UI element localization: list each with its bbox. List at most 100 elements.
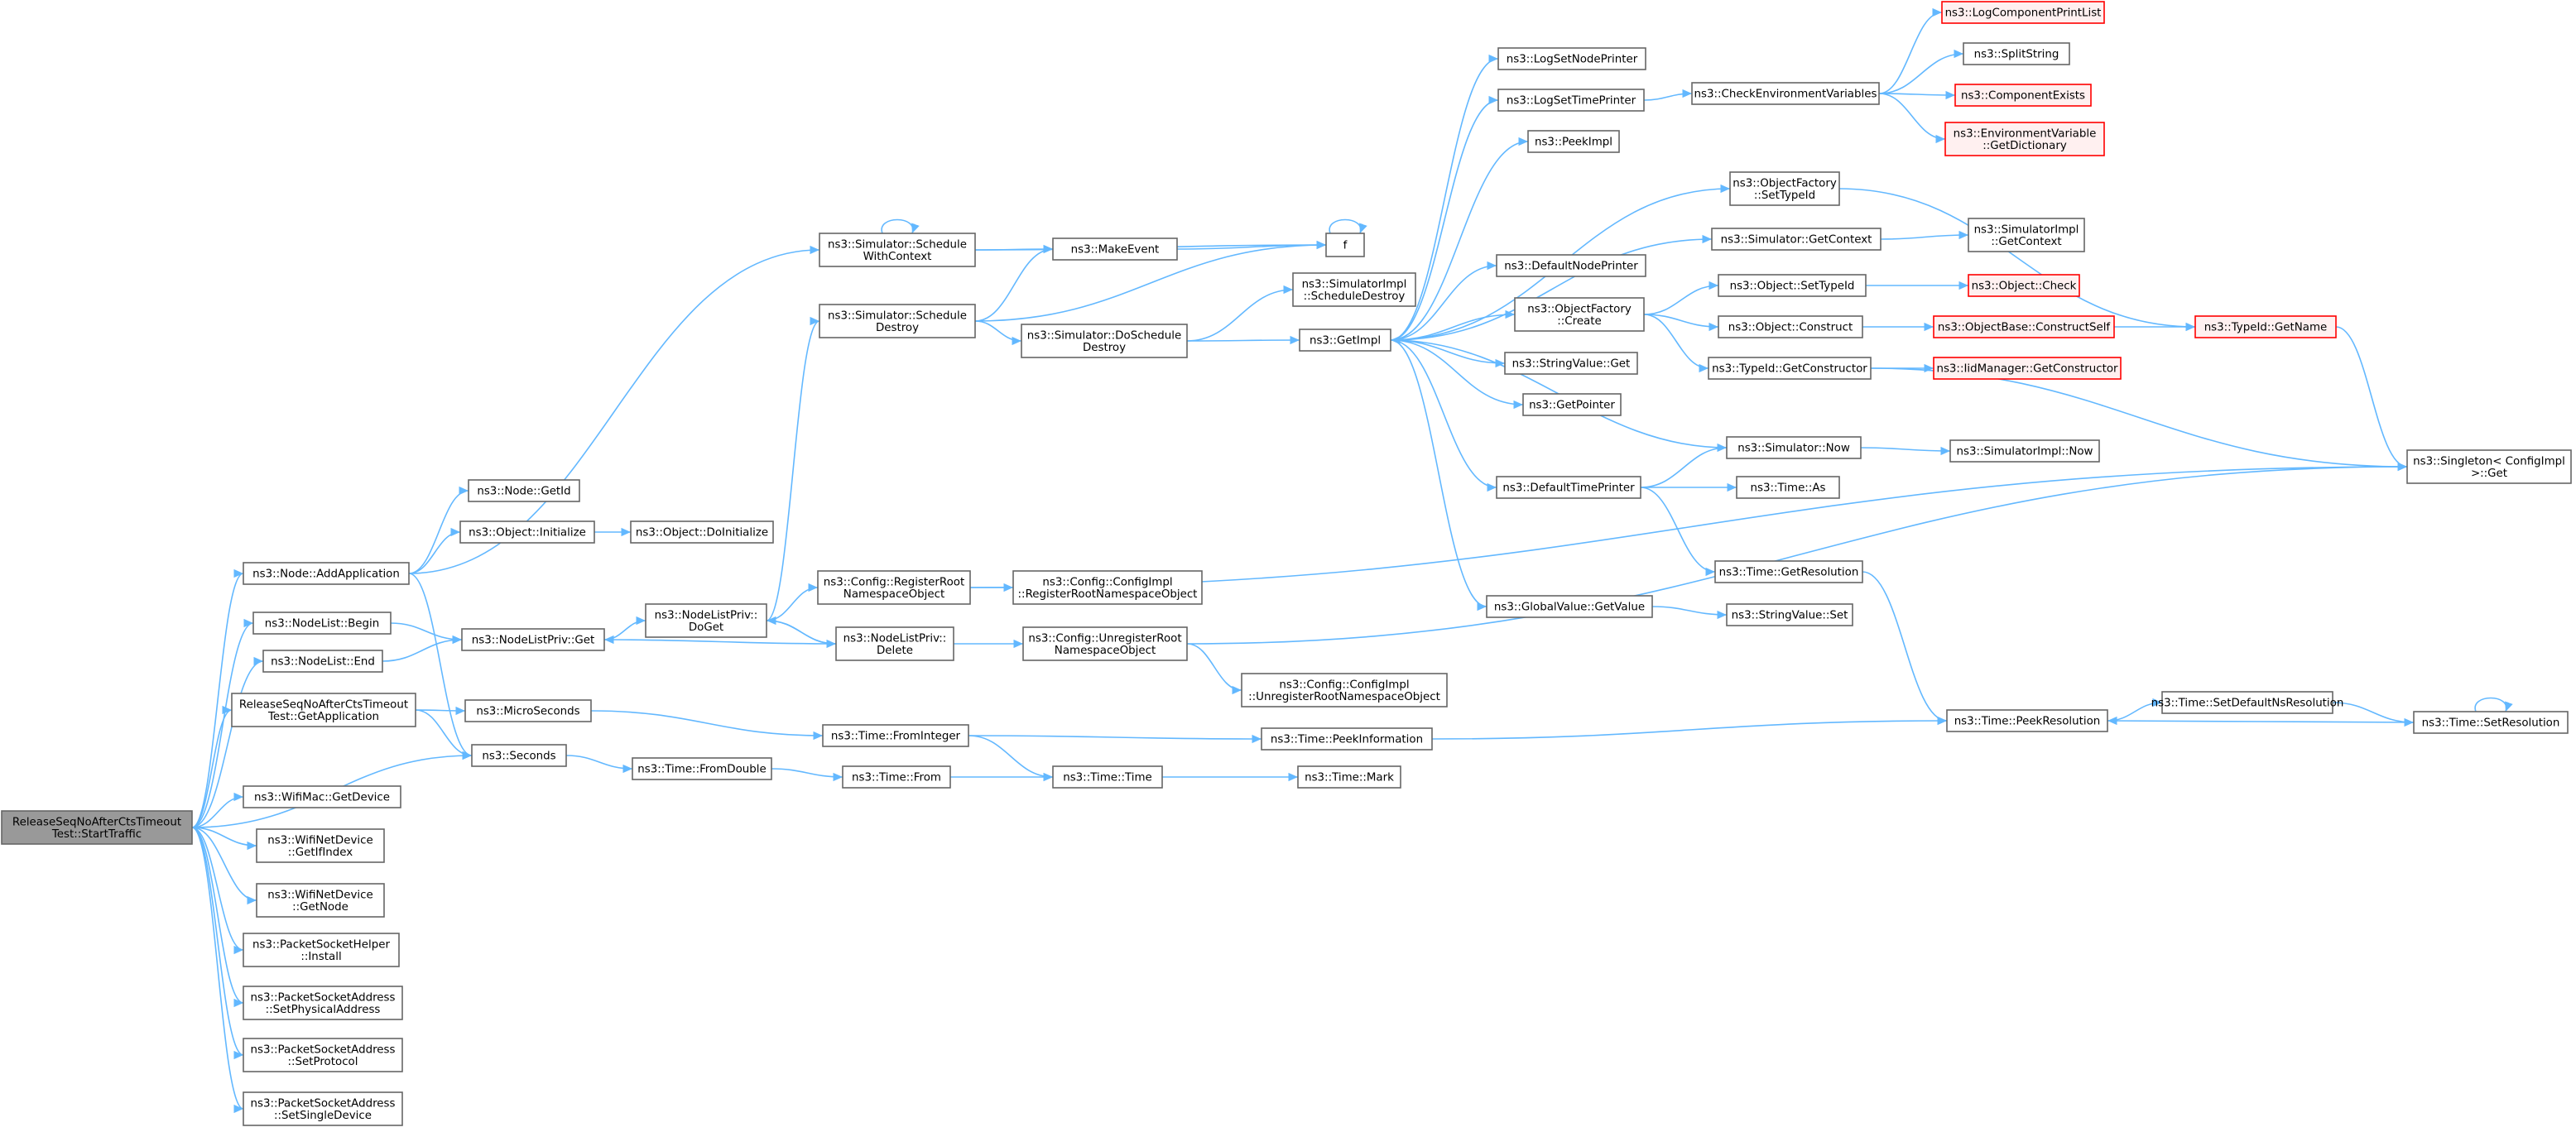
node-box [1714, 560, 1863, 583]
node-box [1012, 570, 1203, 605]
node-ofCreate[interactable]: ns3::ObjectFactory::Create [1514, 297, 1645, 332]
node-label: ns3::Config::UnregisterRoot [1028, 632, 1181, 645]
node-box [1726, 603, 1853, 626]
node-label: ns3::WifiNetDevice [267, 834, 372, 847]
node-singletonGet[interactable]: ns3::Singleton< ConfigImpl >::Get [2406, 449, 2572, 484]
node-getPointer[interactable]: ns3::GetPointer [1522, 393, 1622, 416]
node-cfgRegRoot[interactable]: ns3::Config::RegisterRootNamespaceObject [817, 570, 971, 605]
node-box [1527, 130, 1620, 153]
node-psaPhys[interactable]: ns3::PacketSocketAddress::SetPhysicalAdd… [243, 986, 403, 1020]
node-timeAs[interactable]: ns3::Time::As [1736, 476, 1840, 499]
node-objSetTypeId[interactable]: ns3::Object::SetTypeId [1718, 274, 1867, 297]
node-nlBegin[interactable]: ns3::NodeList::Begin [252, 612, 392, 635]
node-simNow[interactable]: ns3::Simulator::Now [1726, 436, 1862, 459]
node-simGetCtx[interactable]: ns3::Simulator::GetContext [1711, 228, 1882, 251]
node-timeSetDefNs[interactable]: ns3::Time::SetDefaultNsResolution [2151, 691, 2344, 714]
node-iidGetCtor[interactable]: ns3::IidManager::GetConstructor [1933, 357, 2122, 380]
node-svSet[interactable]: ns3::StringValue::Set [1726, 603, 1853, 626]
node-f[interactable]: f [1325, 233, 1365, 257]
node-gvGetValue[interactable]: ns3::GlobalValue::GetValue [1486, 595, 1653, 618]
node-label: ::GetContext [1991, 236, 2061, 248]
node-getApp[interactable]: ReleaseSeqNoAfterCtsTimeoutTest::GetAppl… [231, 693, 416, 727]
node-box [645, 603, 767, 638]
node-svGet[interactable]: ns3::StringValue::Get [1504, 352, 1638, 375]
node-label: NamespaceObject [843, 588, 944, 601]
node-pshInstall[interactable]: ns3::PacketSocketHelper::Install [243, 933, 400, 967]
node-timeSetRes[interactable]: ns3::Time::SetResolution [2413, 711, 2569, 734]
node-timeFromDouble[interactable]: ns3::Time::FromDouble [632, 757, 772, 780]
node-seconds[interactable]: ns3::Seconds [471, 744, 567, 767]
node-psaSingle[interactable]: ns3::PacketSocketAddress::SetSingleDevic… [243, 1091, 403, 1126]
edge-addApp-objInit [408, 527, 461, 574]
node-timeFromInteger[interactable]: ns3::Time::FromInteger [822, 724, 969, 747]
node-box [1496, 476, 1641, 499]
node-wmGetDevice[interactable]: ns3::WifiMac::GetDevice [243, 785, 401, 808]
node-label: ns3::SimulatorImpl [1974, 223, 2079, 236]
node-label: ::RegisterRootNamespaceObject [1018, 588, 1198, 601]
node-label: ::SetSingleDevice [274, 1110, 372, 1122]
node-timeGetRes[interactable]: ns3::Time::GetResolution [1714, 560, 1863, 583]
node-timeTime[interactable]: ns3::Time::Time [1052, 765, 1163, 789]
node-obConstructSelf[interactable]: ns3::ObjectBase::ConstructSelf [1933, 315, 2115, 338]
node-objCheck[interactable]: ns3::Object::Check [1968, 274, 2080, 297]
node-compExists[interactable]: ns3::ComponentExists [1954, 84, 2092, 107]
node-logSetNode[interactable]: ns3::LogSetNodePrinter [1497, 47, 1646, 70]
node-box [2406, 449, 2572, 484]
node-nlEnd[interactable]: ns3::NodeList::End [262, 650, 383, 673]
node-cfgUnreg[interactable]: ns3::Config::UnregisterRootNamespaceObje… [1022, 626, 1188, 661]
node-box [630, 520, 774, 544]
node-box [1241, 673, 1448, 708]
node-wndGetNode[interactable]: ns3::WifiNetDevice::GetNode [256, 883, 385, 918]
node-tidGetName[interactable]: ns3::TypeId::GetName [2194, 315, 2337, 338]
node-label: ns3::ObjectFactory [1527, 303, 1632, 315]
node-cfgImplUnreg[interactable]: ns3::Config::ConfigImpl::UnregisterRootN… [1241, 673, 1448, 708]
node-addApp[interactable]: ns3::Node::AddApplication [243, 562, 410, 585]
node-nlpDelete[interactable]: ns3::NodeListPriv::Delete [835, 626, 954, 661]
node-timeMark[interactable]: ns3::Time::Mark [1297, 765, 1401, 789]
node-splitString[interactable]: ns3::SplitString [1963, 42, 2070, 65]
node-wndGetIf[interactable]: ns3::WifiNetDevice::GetIfIndex [256, 828, 385, 863]
node-microSec[interactable]: ns3::MicroSeconds [464, 699, 592, 722]
node-label: WithContext [863, 251, 932, 263]
node-nlpDoGet[interactable]: ns3::NodeListPriv::DoGet [645, 603, 767, 638]
node-label: ns3::Object::SetTypeId [1730, 281, 1855, 293]
node-objDoInit[interactable]: ns3::Object::DoInitialize [630, 520, 774, 544]
node-timeFrom[interactable]: ns3::Time::From [842, 765, 951, 789]
node-psaProto[interactable]: ns3::PacketSocketAddress::SetProtocol [243, 1038, 403, 1072]
node-siGetCtx[interactable]: ns3::SimulatorImpl::GetContext [1968, 218, 2085, 252]
node-objInit[interactable]: ns3::Object::Initialize [459, 520, 595, 544]
node-schedDestroy[interactable]: ns3::Simulator::ScheduleDestroy [819, 304, 976, 338]
edge-checkEnv-logCompPrint [1878, 7, 1943, 94]
node-ofSetTypeId[interactable]: ns3::ObjectFactory::SetTypeId [1729, 171, 1840, 206]
node-siSchedDestroy[interactable]: ns3::SimulatorImpl::ScheduleDestroy [1292, 272, 1416, 307]
node-defNodePrinter[interactable]: ns3::DefaultNodePrinter [1496, 254, 1646, 277]
node-logCompPrint[interactable]: ns3::LogComponentPrintList [1941, 1, 2105, 24]
node-nlpGet[interactable]: ns3::NodeListPriv::Get [461, 628, 605, 651]
node-timePeekInfo[interactable]: ns3::Time::PeekInformation [1261, 727, 1433, 751]
node-nodeGetId[interactable]: ns3::Node::GetId [468, 479, 580, 502]
node-label: ns3::MicroSeconds [476, 706, 579, 718]
node-box [1963, 42, 2070, 65]
node-peekImpl[interactable]: ns3::PeekImpl [1527, 130, 1620, 153]
node-tidGetCtor[interactable]: ns3::TypeId::GetConstructor [1708, 357, 1872, 380]
node-root[interactable]: ReleaseSeqNoAfterCtsTimeoutTest::StartTr… [1, 810, 193, 845]
node-label: ns3::Time::SetDefaultNsResolution [2151, 698, 2344, 710]
node-getImpl[interactable]: ns3::GetImpl [1299, 329, 1391, 352]
node-siNow[interactable]: ns3::SimulatorImpl::Now [1949, 439, 2100, 463]
node-label: Destroy [876, 322, 919, 334]
node-timePeekRes[interactable]: ns3::Time::PeekResolution [1946, 709, 2108, 732]
node-defTimePrinter[interactable]: ns3::DefaultTimePrinter [1496, 476, 1641, 499]
node-cfgImplReg[interactable]: ns3::Config::ConfigImpl::RegisterRootNam… [1012, 570, 1203, 605]
node-checkEnv[interactable]: ns3::CheckEnvironmentVariables [1691, 82, 1880, 105]
node-envGetDict[interactable]: ns3::EnvironmentVariable::GetDictionary [1944, 122, 2105, 156]
node-label: ns3::GlobalValue::GetValue [1494, 602, 1645, 614]
edge-getImpl-simGetCtx [1390, 234, 1713, 341]
node-label: ns3::StringValue::Set [1732, 610, 1848, 622]
node-box [1726, 436, 1862, 459]
node-logSetTime[interactable]: ns3::LogSetTimePrinter [1497, 89, 1645, 112]
node-box [1261, 727, 1433, 751]
node-makeEvent[interactable]: ns3::MakeEvent [1052, 237, 1178, 261]
node-objConstruct[interactable]: ns3::Object::Construct [1718, 315, 1863, 338]
